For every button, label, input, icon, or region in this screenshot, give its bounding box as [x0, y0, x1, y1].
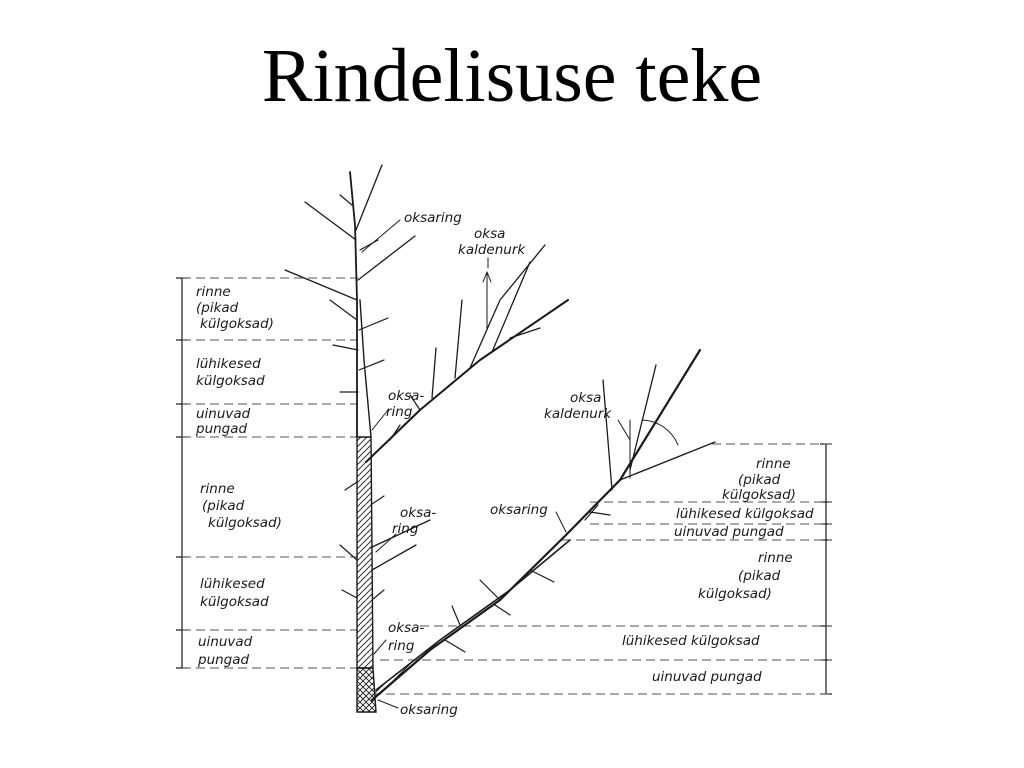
trunk-base	[356, 667, 377, 713]
left-label-rinne-upper: rinne (pikad külgoksad)	[196, 284, 274, 332]
left-scale-dashes	[182, 277, 358, 669]
lower-side-branch	[370, 348, 716, 702]
left-label-short-upper: lühikesed külgoksad	[196, 356, 265, 389]
tree-drawing	[284, 164, 716, 713]
right-label-dormant-upper: uinuvad pungad	[674, 524, 784, 540]
trunk-side-shoots	[339, 481, 431, 601]
right-scale-dashes	[372, 443, 832, 695]
angle-top-arrow	[482, 271, 492, 283]
annotation-angle-branch: oksa kaldenurk	[544, 390, 612, 422]
angle-markers	[482, 271, 679, 479]
left-label-rinne-lower: rinne (pikad külgoksad)	[200, 481, 282, 531]
annotation-oksaring-upper-branch: oksa- ring	[386, 388, 429, 420]
leader-lines	[361, 219, 631, 709]
left-label-dormant-lower: uinuvad pungad	[197, 634, 257, 668]
left-label-dormant-upper: uinuvad pungad	[195, 406, 255, 437]
crown-top	[284, 164, 416, 393]
annotation-oksaring-top: oksaring	[404, 210, 462, 226]
slide-title: Rindelisuse teke	[261, 34, 763, 118]
annotation-oksaring-branch: oksaring	[490, 502, 548, 518]
left-label-short-lower: lühikesed külgoksad	[200, 576, 269, 610]
annotation-angle-top: oksa kaldenurk	[458, 226, 526, 258]
trunk-upper-right-edge	[359, 299, 372, 438]
right-label-dormant-lower: uinuvad pungad	[652, 669, 762, 685]
angle-branch-arc	[641, 419, 679, 446]
right-label-short-lower: lühikesed külgoksad	[622, 633, 760, 649]
annotation-oksaring-base: oksaring	[400, 702, 458, 718]
annotations: oksaring oksa kaldenurk oksa- ring oksa …	[386, 210, 612, 718]
trunk-upper	[349, 171, 358, 438]
annotation-oksaring-low: oksa- ring	[388, 620, 429, 654]
left-scale: rinne (pikad külgoksad) lühikesed külgok…	[176, 277, 358, 669]
right-label-rinne-lower: rinne (pikad külgoksad)	[698, 550, 797, 602]
right-label-rinne-upper: rinne (pikad külgoksad)	[722, 456, 796, 503]
right-scale: rinne (pikad külgoksad) lühikesed külgok…	[372, 443, 832, 695]
right-label-short-upper: lühikesed külgoksad	[676, 506, 814, 522]
upper-side-branch	[365, 244, 569, 463]
annotation-oksaring-mid: oksa- ring	[392, 505, 441, 537]
trunk-lower	[356, 436, 374, 669]
